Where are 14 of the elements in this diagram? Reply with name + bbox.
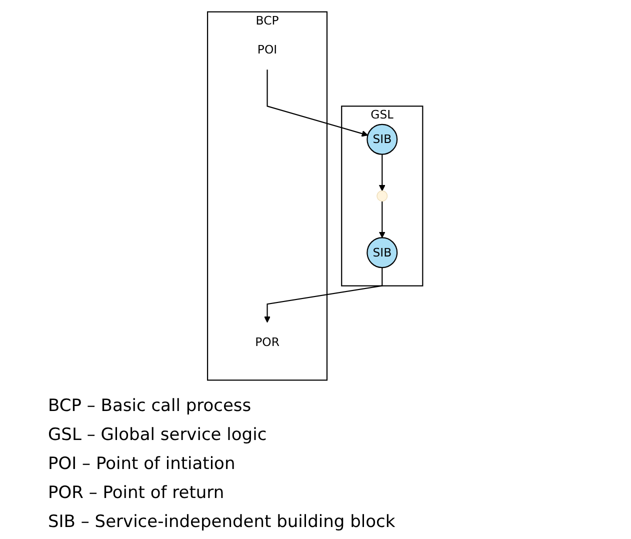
legend-note: POR – Point of return bbox=[48, 482, 226, 505]
node-text: POR bbox=[255, 334, 280, 349]
arrow bbox=[264, 268, 384, 323]
node-circle: SIB bbox=[367, 124, 398, 155]
legend-note: SIB – Service-independent building block bbox=[48, 511, 396, 534]
legend-note: GSL – Global service logic bbox=[48, 424, 268, 447]
node-circle: SIB bbox=[367, 237, 398, 268]
arrow bbox=[267, 70, 368, 137]
arrow bbox=[379, 154, 386, 192]
node-dots bbox=[377, 190, 388, 202]
node-text: POI bbox=[258, 42, 278, 56]
legend-note: POI – Point of intiation bbox=[48, 453, 236, 476]
arrow bbox=[379, 201, 386, 238]
legend-note: BCP – Basic call process bbox=[48, 395, 252, 418]
